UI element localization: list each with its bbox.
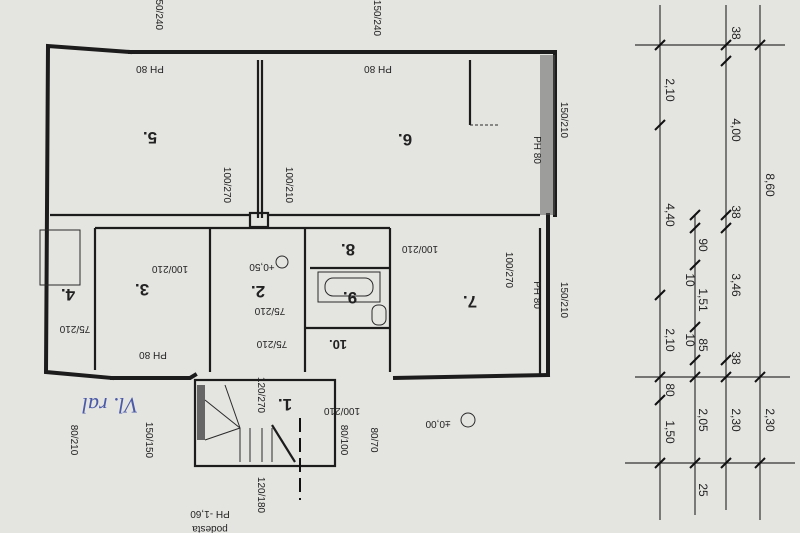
room-6-label: 6.	[398, 130, 412, 149]
dim-col1-1: 4,40	[663, 203, 677, 227]
dim-col1-2: 2,10	[663, 328, 677, 352]
dim-col3-5: 2,30	[729, 408, 743, 432]
door-4-dim: 75/210	[59, 323, 90, 334]
dim-col1-0: 2,10	[663, 78, 677, 102]
window-5-label: PH 80	[136, 63, 164, 74]
room-8-label: 8.	[341, 240, 355, 259]
room-5-label: 5.	[143, 128, 157, 147]
window-6-side-label: PH 80	[531, 136, 542, 164]
dim-col3-3: 3,46	[729, 273, 743, 297]
dimension-lines	[625, 5, 795, 520]
dim-col1-3: 80	[663, 383, 677, 397]
room-labels: 1. 2. 3. 4. 5. 6. 7. 8. 9. 10.	[61, 128, 477, 414]
door-7-dim: 100/270	[503, 252, 514, 289]
door-8-dim: 100/210	[401, 243, 438, 254]
dimension-values: 2,10 4,40 2,10 80 1,50 90 10 1,51 10 85 …	[663, 26, 777, 497]
door-3-dim: 100/210	[151, 263, 188, 274]
room-3-label: 3.	[135, 280, 149, 299]
window-3-label: PH 80	[139, 349, 167, 360]
window-7-right-dim: 150/210	[558, 282, 569, 319]
room-10-label: 10.	[329, 337, 347, 352]
staircase	[39, 229, 337, 500]
window-6-right-dim: 150/210	[558, 102, 569, 139]
stair-opening: 120/180	[255, 477, 266, 514]
outer-walls	[43, 43, 557, 381]
dim-col2-2: 1,51	[696, 288, 710, 312]
room-2-label: 2.	[251, 282, 265, 301]
door-2-dim: 75/210	[254, 305, 285, 316]
internal-walls	[50, 60, 542, 375]
dim-col1-4: 1,50	[663, 420, 677, 444]
dim-col2-3: 10	[683, 333, 697, 347]
door-6-dim: 100/210	[283, 167, 294, 204]
level-lower: podesta	[192, 523, 228, 533]
level-upper: +0,50	[249, 261, 275, 272]
window-5-dim: 150/240	[153, 0, 164, 31]
window-7-label: PH 80	[531, 281, 542, 309]
window-6-label: PH 80	[364, 63, 392, 74]
door-1-dim: 120/270	[255, 377, 266, 414]
door-5-dim: 100/270	[221, 167, 232, 204]
dim-col2-0: 90	[696, 238, 710, 252]
door-10-dim: 75/210	[256, 338, 287, 349]
dim-col4-1: 2,30	[763, 408, 777, 432]
opening-labels: PH 80 PH 80 PH 80 PH 80 PH 80 150/240 15…	[59, 0, 569, 514]
dim-col3-1: 4,00	[729, 118, 743, 142]
level-ground: ±0,00	[425, 418, 450, 429]
window-6-dim: 150/240	[371, 0, 382, 37]
room-7-label: 7.	[463, 292, 477, 311]
door-1b-dim: 100/210	[323, 405, 360, 416]
dim-col4-0: 8,60	[763, 173, 777, 197]
handwritten-signature: Vl. ral	[82, 393, 138, 418]
dim-col3-2: 38	[729, 205, 743, 219]
opening-e3: 80/70	[368, 427, 379, 452]
room-9-label: 9.	[343, 288, 357, 307]
opening-e1: 80/210	[68, 425, 79, 456]
room-1-label: 1.	[278, 395, 292, 414]
dim-col2-6: 25	[696, 483, 710, 497]
opening-e2: 80/100	[338, 425, 349, 456]
dim-col3-0: 38	[729, 26, 743, 40]
level-markers: +0,50 ±0,00 PH -1,60 podesta	[190, 255, 476, 533]
dim-col3-4: 38	[729, 351, 743, 365]
opening-e4: 150/150	[143, 422, 154, 459]
room-4-label: 4.	[61, 285, 75, 304]
level-stair: PH -1,60	[190, 508, 230, 519]
dim-col2-5: 2,05	[696, 408, 710, 432]
dim-col2-1: 10	[683, 273, 697, 287]
dim-col2-4: 85	[696, 338, 710, 352]
